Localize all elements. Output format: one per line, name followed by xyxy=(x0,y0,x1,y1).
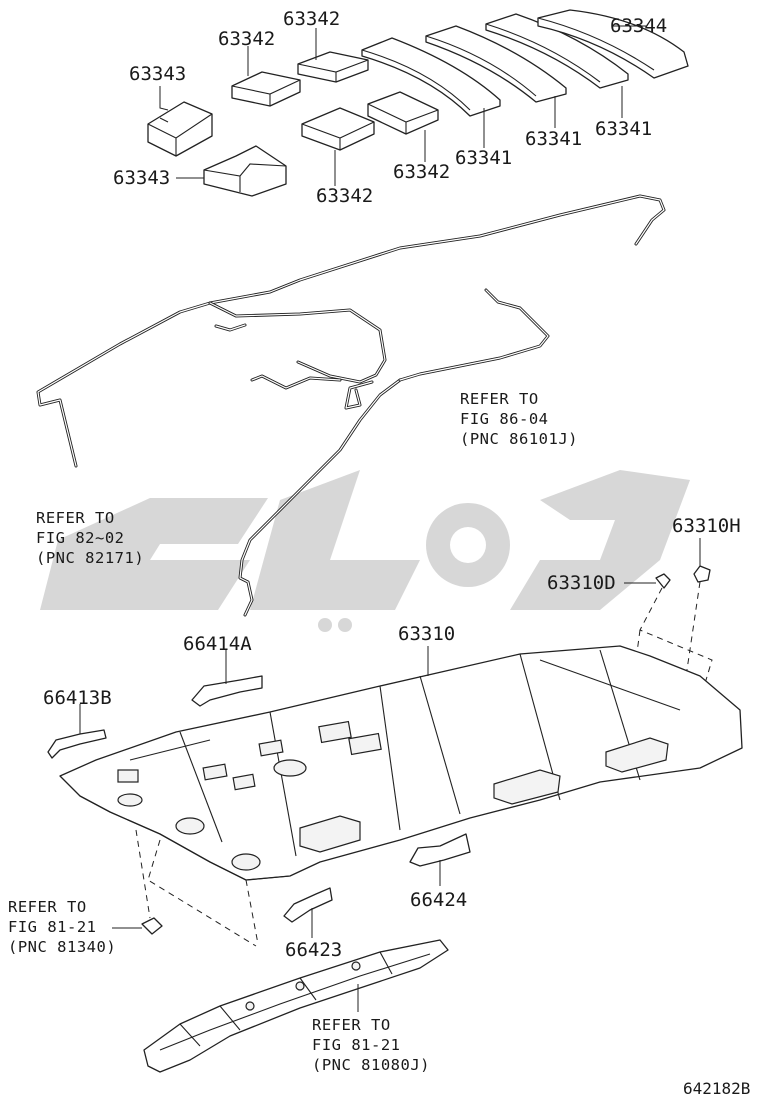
label-66423: 66423 xyxy=(285,939,342,961)
pad-63342-b xyxy=(297,51,369,83)
label-66414A: 66414A xyxy=(183,633,252,655)
block-63343-b xyxy=(203,145,287,197)
svg-text:REFER TO: REFER TO xyxy=(460,390,539,408)
pad-63342-c xyxy=(301,107,375,151)
clip-81340 xyxy=(141,917,163,935)
diagram-code: 642182B xyxy=(683,1079,750,1098)
svg-text:FIG 82~02: FIG 82~02 xyxy=(36,529,125,547)
svg-text:(PNC 86101J): (PNC 86101J) xyxy=(460,430,578,448)
label-66413B: 66413B xyxy=(43,687,112,709)
ref-fig-81-21-b: REFER TO FIG 81-21 (PNC 81080J) xyxy=(312,1016,430,1074)
svg-text:FIG 86-04: FIG 86-04 xyxy=(460,410,549,428)
label-63343-upper: 63343 xyxy=(129,63,186,85)
label-63342-top: 63342 xyxy=(283,8,340,30)
label-63310D: 63310D xyxy=(547,572,616,594)
svg-text:REFER TO: REFER TO xyxy=(36,509,115,527)
label-63343-lower: 63343 xyxy=(113,167,170,189)
watermark-logo xyxy=(40,470,690,632)
pad-63341-2 xyxy=(425,25,567,103)
label-63310: 63310 xyxy=(398,623,455,645)
ref-fig-81-21-a: REFER TO FIG 81-21 (PNC 81340) xyxy=(8,898,116,956)
bracket-66423 xyxy=(283,887,333,923)
svg-text:(PNC 81340): (PNC 81340) xyxy=(8,938,116,956)
svg-text:REFER TO: REFER TO xyxy=(312,1016,391,1034)
bracket-66413B xyxy=(47,729,107,759)
pad-63341-1 xyxy=(361,37,501,117)
svg-text:FIG 81-21: FIG 81-21 xyxy=(8,918,97,936)
headliner-63310 xyxy=(59,645,743,881)
label-63341-c: 63341 xyxy=(595,118,652,140)
label-63342-bottom: 63342 xyxy=(316,185,373,207)
overhead-console xyxy=(143,939,449,1073)
pad-63342-a xyxy=(231,71,301,107)
bracket-66424 xyxy=(409,833,471,867)
label-63310H: 63310H xyxy=(672,515,741,537)
bracket-66414A xyxy=(191,675,263,707)
pad-63342-d xyxy=(367,91,439,135)
label-63342-mid: 63342 xyxy=(393,161,450,183)
pad-63344 xyxy=(537,9,689,79)
label-66424: 66424 xyxy=(410,889,467,911)
label-63344: 63344 xyxy=(610,15,667,37)
label-63341-b: 63341 xyxy=(525,128,582,150)
clip-63310D xyxy=(655,573,671,589)
label-63342-left: 63342 xyxy=(218,28,275,50)
ref-fig-86-04: REFER TO FIG 86-04 (PNC 86101J) xyxy=(460,390,578,448)
svg-text:REFER TO: REFER TO xyxy=(8,898,87,916)
ref-fig-82-02: REFER TO FIG 82~02 (PNC 82171) xyxy=(36,509,144,567)
wire-harness xyxy=(36,194,666,617)
svg-text:(PNC 81080J): (PNC 81080J) xyxy=(312,1056,430,1074)
svg-text:(PNC 82171): (PNC 82171) xyxy=(36,549,144,567)
label-63341-a: 63341 xyxy=(455,147,512,169)
clip-63310H xyxy=(693,565,711,583)
svg-text:FIG 81-21: FIG 81-21 xyxy=(312,1036,401,1054)
block-63343-a xyxy=(147,101,213,157)
